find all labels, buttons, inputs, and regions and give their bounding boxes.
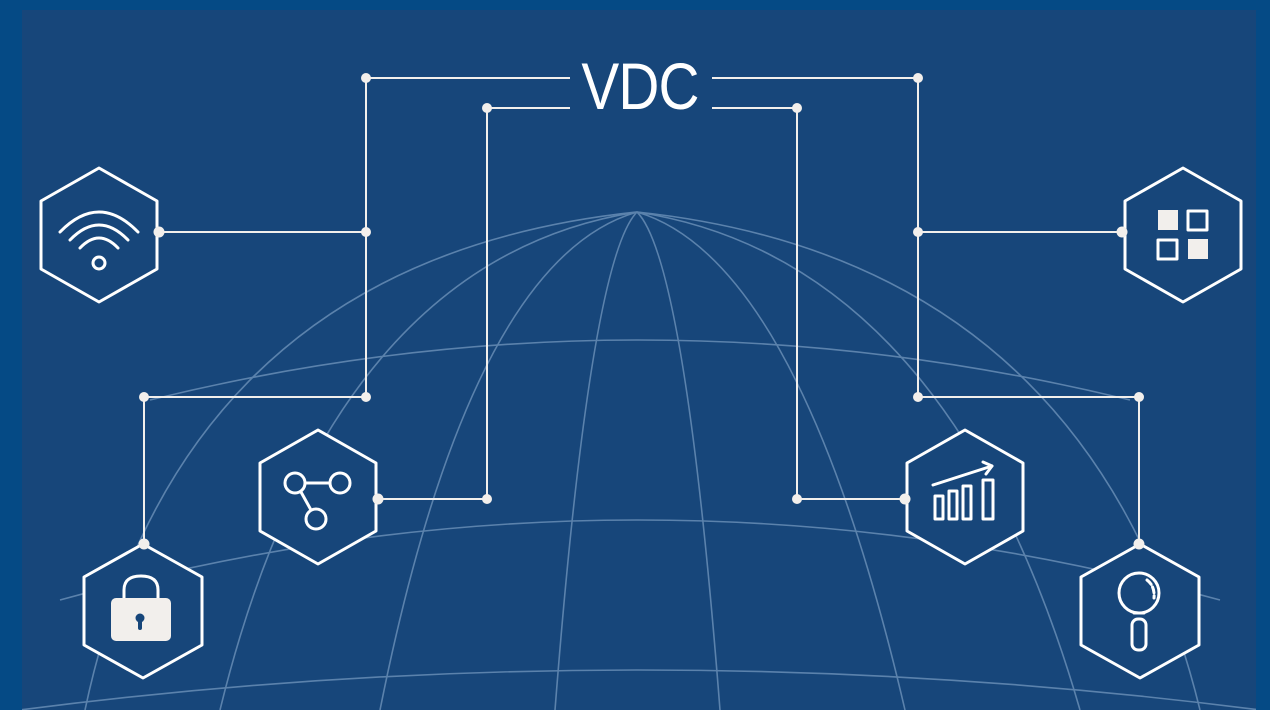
node-security[interactable]: [82, 538, 204, 680]
grid-apps-icon: [1156, 209, 1209, 261]
node-wifi[interactable]: [39, 166, 165, 304]
connector-dots: [139, 73, 1144, 504]
diagram-panel: [22, 10, 1256, 710]
node-apps[interactable]: [1116, 166, 1243, 304]
bar-chart-growth-icon: [931, 460, 995, 521]
wifi-icon: [58, 210, 140, 271]
share-network-icon: [283, 471, 352, 531]
connector-lines: [139, 73, 1144, 544]
node-search[interactable]: [1079, 538, 1201, 680]
node-share[interactable]: [258, 428, 384, 566]
lock-icon: [111, 574, 171, 641]
globe-wireframe: [22, 211, 1256, 710]
magnifier-icon: [1117, 571, 1161, 652]
diagram-title: VDC: [581, 49, 699, 123]
node-analytics[interactable]: [899, 428, 1025, 566]
